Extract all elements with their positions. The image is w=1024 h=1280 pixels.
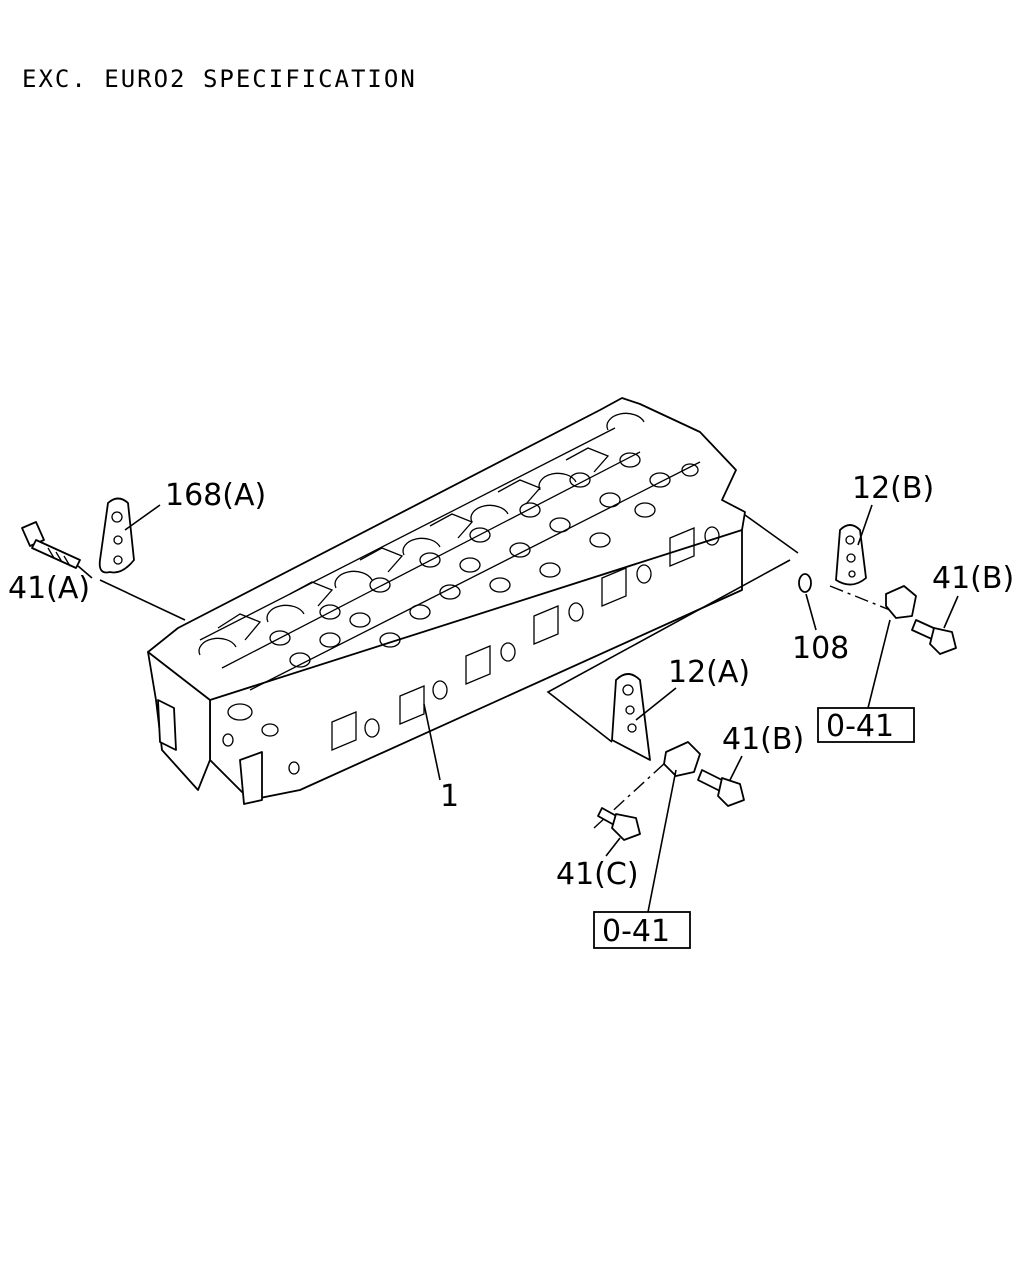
clip-12b-drawing [885, 585, 917, 619]
bracket-168a-drawing [98, 497, 135, 574]
label-12a: 12(A) [668, 655, 750, 690]
leader-108 [805, 593, 817, 631]
assembly-line-168a [99, 579, 186, 621]
leader-41c [605, 837, 621, 857]
cylinder-head-drawing [147, 397, 746, 805]
label-12b: 12(B) [852, 471, 934, 506]
leader-168a [124, 504, 161, 531]
bolt-41a-drawing [21, 521, 81, 569]
assembly-line-108 [744, 514, 799, 554]
leader-ref-upper [867, 619, 891, 709]
diagram-title: EXC. EURO2 SPECIFICATION [22, 65, 417, 93]
leader-12a [635, 687, 677, 721]
bolt-41b-lower-drawing [697, 769, 745, 807]
label-41b-lower: 41(B) [722, 722, 804, 757]
ref-upper-text: 0-41 [826, 709, 894, 744]
bracket-12b-drawing [835, 524, 867, 586]
ref-box-lower [593, 911, 691, 949]
o-ring-108-drawing [798, 573, 812, 593]
assembly-line-41c [593, 761, 667, 829]
leader-part-1 [423, 703, 441, 781]
assembly-line-12a [546, 559, 791, 743]
leader-12b [857, 504, 873, 546]
label-108: 108 [792, 631, 849, 666]
label-41a: 41(A) [8, 571, 90, 606]
leader-41b-upper [943, 595, 959, 629]
ref-box-upper [817, 707, 915, 743]
bracket-12a-drawing [611, 673, 651, 761]
clip-12a-drawing [663, 741, 701, 777]
label-part-1: 1 [440, 779, 459, 814]
label-41c: 41(C) [556, 857, 639, 892]
ref-lower-text: 0-41 [602, 914, 670, 949]
label-41b-upper: 41(B) [932, 561, 1014, 596]
leader-41a [77, 565, 93, 579]
leader-ref-lower [647, 769, 677, 913]
bolt-41c-drawing [597, 807, 641, 841]
label-168a: 168(A) [165, 478, 266, 513]
bolt-41b-upper-drawing [911, 619, 957, 655]
leader-41b-lower [729, 755, 743, 781]
